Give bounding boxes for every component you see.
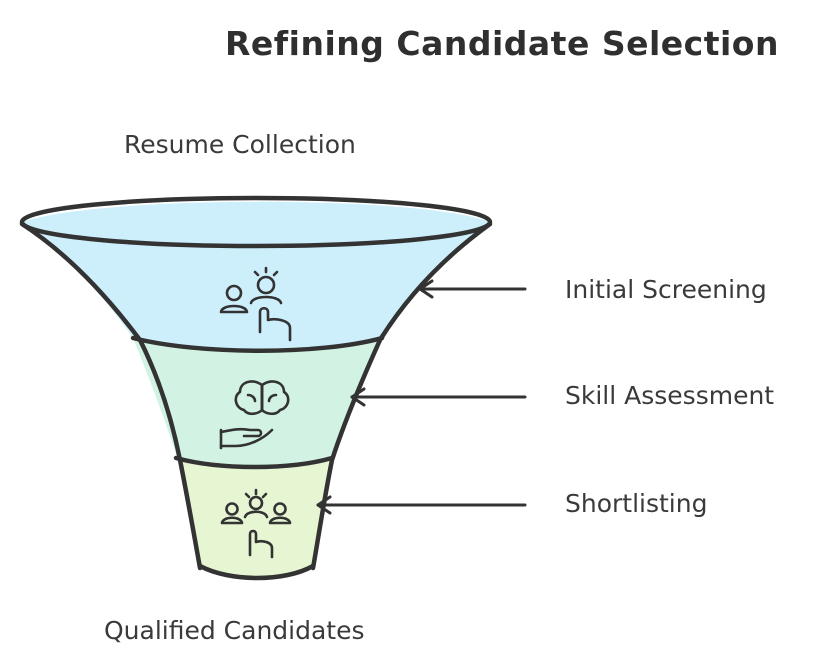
funnel-left-wall	[19, 221, 203, 571]
stage-label-initial-screening: Initial Screening	[565, 275, 767, 304]
divider-2	[173, 455, 335, 470]
page-title: Refining Candidate Selection	[225, 24, 779, 63]
funnel-input-label: Resume Collection	[124, 130, 356, 159]
funnel-bottom	[197, 563, 316, 581]
funnel-right-wall	[310, 221, 493, 571]
divider-1	[130, 335, 385, 353]
stage-label-skill-assessment: Skill Assessment	[565, 381, 775, 410]
arrow-shortlisting	[316, 495, 527, 515]
person-selection-icon	[219, 266, 292, 342]
brain-hand-icon	[219, 380, 290, 450]
stage-label-shortlisting: Shortlisting	[565, 489, 708, 518]
arrow-initial-screening	[418, 279, 527, 299]
funnel-output-label: Qualified Candidates	[104, 616, 365, 645]
group-selection-icon	[220, 488, 292, 559]
stage-shortlisting-band	[178, 460, 330, 577]
arrow-skill-assessment	[350, 387, 527, 407]
stage-initial-screening-band	[22, 201, 490, 349]
stage-skill-assessment-band	[133, 338, 382, 468]
